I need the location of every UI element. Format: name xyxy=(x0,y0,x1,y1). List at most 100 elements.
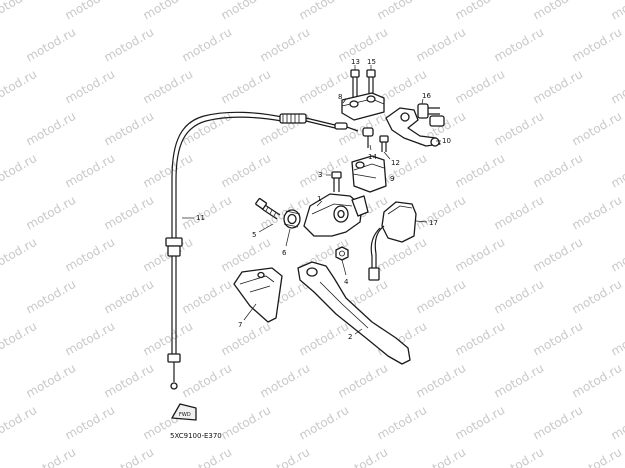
watermark-text: motod.ru xyxy=(102,361,157,401)
watermark-text: motod.ru xyxy=(219,0,274,23)
watermark-text: motod.ru xyxy=(24,277,79,317)
watermark-text: motod.ru xyxy=(531,319,586,359)
watermark-text: motod.ru xyxy=(492,193,547,233)
watermark-text: motod.ru xyxy=(531,0,586,23)
watermark-text: motod.ru xyxy=(24,361,79,401)
watermark-text: motod.ru xyxy=(570,361,625,401)
watermark-text: motod.ru xyxy=(453,151,508,191)
watermark-text: motod.ru xyxy=(180,193,235,233)
watermark-text: motod.ru xyxy=(180,361,235,401)
watermark-text: motod.ru xyxy=(0,235,39,275)
watermark-text: motod.ru xyxy=(453,67,508,107)
bolt-3 xyxy=(331,171,342,192)
watermark-text: motod.ru xyxy=(63,0,118,23)
watermark-text: motod.ru xyxy=(180,445,235,468)
callout-8: 8 xyxy=(338,93,342,101)
watermark-text: motod.ru xyxy=(24,193,79,233)
watermark-text: motod.ru xyxy=(492,109,547,149)
callout-4: 4 xyxy=(344,278,349,286)
watermark-text: motod.ru xyxy=(414,361,469,401)
watermark-text: motod.ru xyxy=(141,67,196,107)
callout-17: 17 xyxy=(429,219,438,227)
watermark-text: motod.ru xyxy=(180,277,235,317)
watermark-text: motod.ru xyxy=(102,193,157,233)
watermark-text: motod.ru xyxy=(63,319,118,359)
watermark-text: motod.ru xyxy=(258,25,313,65)
watermark-text: motod.ru xyxy=(0,403,39,443)
watermark-text: motod.ru xyxy=(531,403,586,443)
callout-15: 15 xyxy=(367,58,376,66)
watermark-text: motod.ru xyxy=(297,319,352,359)
watermark-text: motod.ru xyxy=(609,235,625,275)
watermark-text: motod.ru xyxy=(141,151,196,191)
callout-12: 12 xyxy=(391,159,400,167)
watermark-text: motod.ru xyxy=(492,25,547,65)
front-arrow-label: FWD xyxy=(179,412,191,418)
callout-10: 10 xyxy=(442,137,451,145)
watermark-text: motod.ru xyxy=(219,67,274,107)
bolt-5 xyxy=(255,197,281,220)
callout-5: 5 xyxy=(252,231,256,239)
watermark-text: motod.ru xyxy=(63,67,118,107)
callout-2: 2 xyxy=(348,333,352,341)
callout-3: 3 xyxy=(318,171,322,179)
watermark-text: motod.ru xyxy=(102,445,157,468)
nut-4 xyxy=(335,246,349,261)
watermark-text: motod.ru xyxy=(570,193,625,233)
watermark-text: motod.ru xyxy=(63,235,118,275)
adjuster-nut-6 xyxy=(283,209,301,229)
watermark-text: motod.ru xyxy=(219,319,274,359)
watermark-text: motod.ru xyxy=(141,0,196,23)
clamp-8 xyxy=(341,92,385,121)
switch-17 xyxy=(368,201,417,281)
watermark-text: motod.ru xyxy=(102,25,157,65)
watermark-text: motod.ru xyxy=(375,0,430,23)
watermark-text: motod.ru xyxy=(570,109,625,149)
callout-13: 13 xyxy=(351,58,360,66)
watermark-text: motod.ru xyxy=(531,151,586,191)
watermark-text: motod.ru xyxy=(336,25,391,65)
lever-holder-1 xyxy=(303,193,369,237)
lever-cover-7 xyxy=(233,267,283,323)
callout-7: 7 xyxy=(238,321,242,329)
watermark-text: motod.ru xyxy=(0,319,39,359)
callout-11: 11 xyxy=(196,214,205,222)
adjuster-14 xyxy=(362,127,374,148)
clutch-cable xyxy=(165,111,359,390)
watermark-text: motod.ru xyxy=(609,151,625,191)
watermark-text: motod.ru xyxy=(297,0,352,23)
watermark-text: motod.ru xyxy=(102,109,157,149)
watermark-text: motod.ru xyxy=(570,277,625,317)
watermark-text: motod.ru xyxy=(492,277,547,317)
watermark-text: motod.ru xyxy=(453,319,508,359)
watermark-text: motod.ru xyxy=(336,361,391,401)
screw-13 xyxy=(350,69,360,97)
callout-numbers: 13 15 8 16 10 14 12 9 1 3 17 11 5 6 4 7 … xyxy=(196,58,451,341)
watermark-text: motod.ru xyxy=(0,67,39,107)
watermark-text: motod.ru xyxy=(24,445,79,468)
watermark-text: motod.ru xyxy=(414,25,469,65)
watermark-text: motod.ru xyxy=(609,319,625,359)
watermark-text: motod.ru xyxy=(414,277,469,317)
diagram-code: 5XC9100-E370 xyxy=(170,432,222,440)
watermark-text: motod.ru xyxy=(492,361,547,401)
watermark-text: motod.ru xyxy=(0,151,39,191)
watermark-text: motod.ru xyxy=(453,403,508,443)
watermark-text: motod.ru xyxy=(609,0,625,23)
watermark-text: motod.ru xyxy=(219,403,274,443)
watermark-text: motod.ru xyxy=(24,25,79,65)
holder-9 xyxy=(351,155,387,193)
watermark-text: motod.ru xyxy=(492,445,547,468)
lever-2 xyxy=(297,261,411,365)
watermark-text: motod.ru xyxy=(141,319,196,359)
watermark-text: motod.ru xyxy=(63,151,118,191)
callout-14: 14 xyxy=(368,153,377,161)
watermark-text: motod.ru xyxy=(570,445,625,468)
leader-lines xyxy=(182,65,441,335)
watermark-text: motod.ru xyxy=(297,403,352,443)
callout-1: 1 xyxy=(317,195,321,203)
watermark-text: motod.ru xyxy=(0,0,39,23)
watermark-text: motod.ru xyxy=(258,361,313,401)
